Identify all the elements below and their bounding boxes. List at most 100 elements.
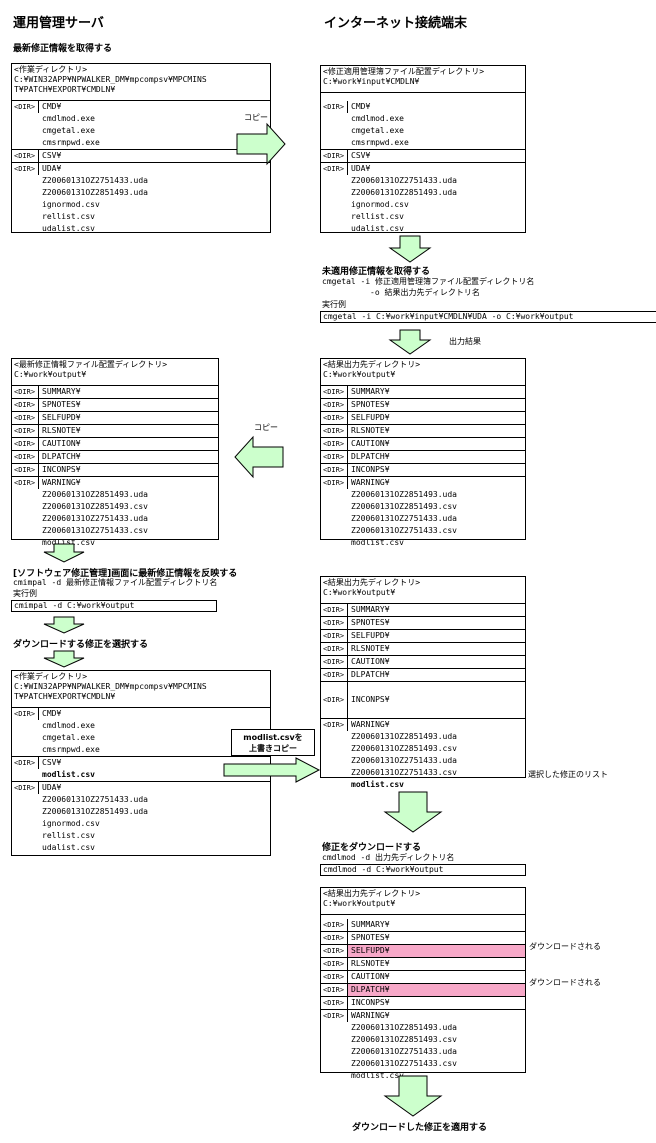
cmdlmod-example: cmdlmod -d C:¥work¥output (320, 864, 526, 876)
file-row: modlist.csv (321, 537, 525, 549)
dir-row-csv: <DIR>CSV¥ (321, 149, 525, 162)
file-name: Z20060131OZ2851493.csv (351, 1035, 457, 1044)
file-name: cmdlmod.exe (42, 114, 95, 123)
file-name: cmgetal.exe (42, 733, 95, 742)
dir-tag: <DIR> (12, 451, 39, 463)
dir-tag: <DIR> (321, 464, 348, 476)
file-row: ignormod.csv (321, 199, 525, 211)
dir-tag: <DIR> (12, 412, 39, 424)
box-title-line: <結果出力先ディレクトリ> (323, 889, 421, 898)
dir-row-cmd: <DIR>CMD¥ (321, 101, 525, 113)
file-row: cmdlmod.exe (12, 720, 270, 732)
file-name: modlist.csv (42, 538, 95, 547)
file-name: ignormod.csv (42, 200, 100, 209)
dir-tag: <DIR> (321, 669, 348, 681)
dir-tag: <DIR> (12, 425, 39, 437)
file-name: Z20060131OZ2751433.csv (351, 526, 457, 535)
overwrite-copy-line-1: modlist.csvを (243, 733, 303, 742)
box-path-line: C:¥work¥input¥CMDLN¥ (323, 77, 420, 86)
file-row: udalist.csv (321, 223, 525, 235)
file-name: Z20060131OZ2751433.uda (351, 176, 457, 185)
file-name: modlist.csv (351, 780, 404, 789)
file-row: cmsrmpwd.exe (12, 137, 270, 149)
dir-name: SELFUPD¥ (351, 631, 390, 640)
dir-name: SPNOTES¥ (351, 400, 390, 409)
dir-name-highlighted: SELFUPD¥ (348, 945, 525, 957)
dir-tag: <DIR> (321, 643, 348, 655)
dir-tag: <DIR> (12, 708, 39, 720)
box-title: <結果出力先ディレクトリ> C:¥work¥output¥ (321, 359, 525, 386)
dir-tag: <DIR> (321, 451, 348, 463)
file-name: rellist.csv (351, 212, 404, 221)
file-row: Z20060131OZ2851493.csv (12, 501, 218, 513)
dir-tag: <DIR> (321, 971, 348, 983)
box-path-line: C:¥work¥output¥ (323, 588, 396, 597)
dir-tag: <DIR> (321, 919, 348, 931)
file-name: Z20060131OZ2751433.csv (351, 768, 457, 777)
file-name: udalist.csv (42, 224, 95, 233)
file-row: Z20060131OZ2751433.csv (321, 1058, 525, 1070)
dir-tag: <DIR> (321, 997, 348, 1009)
dir-row: <DIR>CAUTION¥ (321, 970, 525, 983)
file-name: cmgetal.exe (42, 126, 95, 135)
file-row: Z20060131OZ2851493.uda (321, 1022, 525, 1034)
file-name: cmdlmod.exe (42, 721, 95, 730)
file-name: cmsrmpwd.exe (42, 745, 100, 754)
arrow-right-copy (236, 122, 286, 166)
dir-row-csv: <DIR>CSV¥ (12, 756, 270, 769)
file-name: Z20060131OZ2751433.uda (42, 795, 148, 804)
dir-tag: <DIR> (321, 656, 348, 668)
file-name: Z20060131OZ2851493.uda (351, 1023, 457, 1032)
step-apply: ダウンロードした修正を適用する (352, 1123, 488, 1133)
file-name: rellist.csv (42, 212, 95, 221)
dir-name: RLSNOTE¥ (42, 426, 81, 435)
dir-tag: <DIR> (321, 604, 348, 616)
file-row: cmdlmod.exe (321, 113, 525, 125)
dir-row-cmd: <DIR>CMD¥ (12, 101, 270, 113)
dir-tag: <DIR> (321, 945, 348, 957)
dir-name: CMD¥ (42, 102, 62, 111)
file-name: Z20060131OZ2851493.uda (351, 732, 457, 741)
work-directory-box-1: <作業ディレクトリ> C:¥WIN32APP¥NPWALKER_DM¥mpcom… (11, 63, 271, 233)
file-row: Z20060131OZ2851493.uda (12, 489, 218, 501)
step-get-unapplied: 未適用修正情報を取得する (322, 267, 431, 277)
step-download: 修正をダウンロードする (322, 843, 422, 853)
downloaded-label-2: ダウンロードされる (529, 978, 601, 987)
dir-row: <DIR>DLPATCH¥ (12, 450, 218, 463)
selected-list-label: 選択した修正のリスト (528, 770, 608, 779)
arrow-down-5 (43, 650, 85, 668)
dir-tag: <DIR> (12, 757, 39, 769)
file-name: Z20060131OZ2751433.uda (42, 176, 148, 185)
dir-name: SUMMARY¥ (42, 387, 81, 396)
dir-name: SUMMARY¥ (351, 605, 390, 614)
file-row: Z20060131OZ2751433.uda (12, 513, 218, 525)
copy-label-1: コピー (244, 113, 268, 122)
dir-tag: <DIR> (12, 438, 39, 450)
file-name: Z20060131OZ2851493.uda (42, 188, 148, 197)
dir-tag: <DIR> (321, 617, 348, 629)
file-row: Z20060131OZ2751433.uda (321, 175, 525, 187)
file-row: rellist.csv (321, 211, 525, 223)
dir-name: RLSNOTE¥ (351, 426, 390, 435)
dir-name: DLPATCH¥ (351, 452, 390, 461)
dir-name: WARNING¥ (351, 478, 390, 487)
box-path-line: T¥PATCH¥EXPORT¥CMDLN¥ (14, 692, 116, 701)
file-row: udalist.csv (12, 223, 270, 235)
dir-row: <DIR>RLSNOTE¥ (12, 424, 218, 437)
file-name: Z20060131OZ2851493.csv (351, 502, 457, 511)
file-name: Z20060131OZ2851493.csv (351, 744, 457, 753)
file-row: Z20060131OZ2851493.uda (321, 731, 525, 743)
dir-name: SPNOTES¥ (42, 400, 81, 409)
file-row: Z20060131OZ2851493.csv (321, 501, 525, 513)
box-title: <作業ディレクトリ> C:¥WIN32APP¥NPWALKER_DM¥mpcom… (12, 671, 270, 708)
dir-name: RLSNOTE¥ (351, 644, 390, 653)
file-row: Z20060131OZ2851493.csv (321, 743, 525, 755)
file-row: modlist.csv (321, 1070, 525, 1082)
file-row-modlist: modlist.csv (12, 769, 270, 781)
dir-name: CMD¥ (351, 102, 371, 111)
dir-name: SUMMARY¥ (351, 387, 390, 396)
file-name: Z20060131OZ2751433.uda (351, 1047, 457, 1056)
arrow-down-7 (383, 1075, 443, 1117)
file-row: Z20060131OZ2851493.uda (321, 187, 525, 199)
box-title-line: <作業ディレクトリ> (14, 65, 88, 74)
